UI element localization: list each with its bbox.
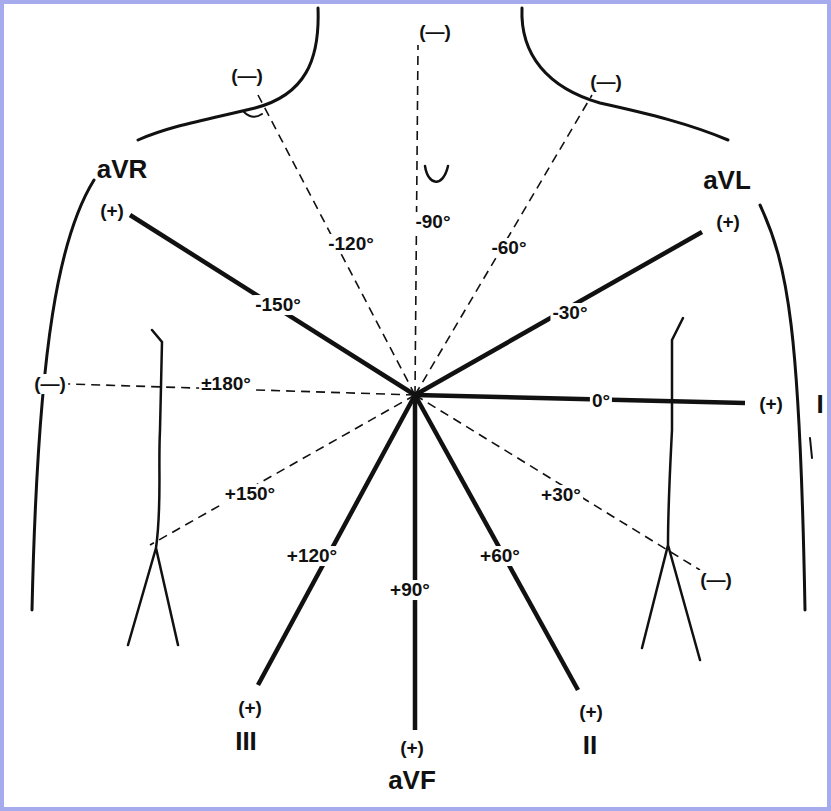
angle-label: +90° — [388, 580, 432, 600]
angle-label: +30° — [539, 485, 583, 505]
angle-label: +60° — [478, 546, 522, 566]
polarity-sign: (+) — [98, 201, 126, 221]
hexaxial-illustration — [4, 4, 827, 807]
angle-label: +150° — [223, 484, 277, 504]
angle-label: -60° — [489, 238, 528, 258]
angle-label: -150° — [253, 295, 303, 315]
polarity-sign: (+) — [714, 212, 742, 232]
lead-name: II — [581, 732, 599, 759]
polarity-sign: (+) — [236, 698, 264, 718]
body-outline — [32, 8, 812, 660]
polarity-sign: (+) — [398, 738, 426, 758]
lead-name: aVR — [95, 156, 150, 183]
angle-label: -120° — [326, 234, 376, 254]
lead-name: III — [233, 728, 259, 755]
polarity-sign: (—) — [588, 72, 624, 92]
polarity-sign: (—) — [229, 66, 265, 86]
angle-label: 0° — [590, 391, 612, 411]
polarity-sign: (+) — [577, 702, 605, 722]
polarity-sign: (—) — [32, 374, 68, 394]
negative-axes — [38, 45, 700, 570]
polarity-sign: (—) — [698, 570, 734, 590]
lead-axes — [130, 215, 745, 730]
angle-label: -90° — [413, 212, 452, 232]
angle-label: -30° — [550, 303, 589, 323]
lead-name: aVF — [386, 767, 438, 794]
polarity-sign: (+) — [757, 394, 785, 414]
angle-label: ±180° — [199, 374, 253, 394]
angle-label: +120° — [285, 546, 339, 566]
lead-name: I — [814, 391, 825, 418]
lead-name: aVL — [701, 167, 753, 194]
polarity-sign: (—) — [417, 22, 453, 42]
